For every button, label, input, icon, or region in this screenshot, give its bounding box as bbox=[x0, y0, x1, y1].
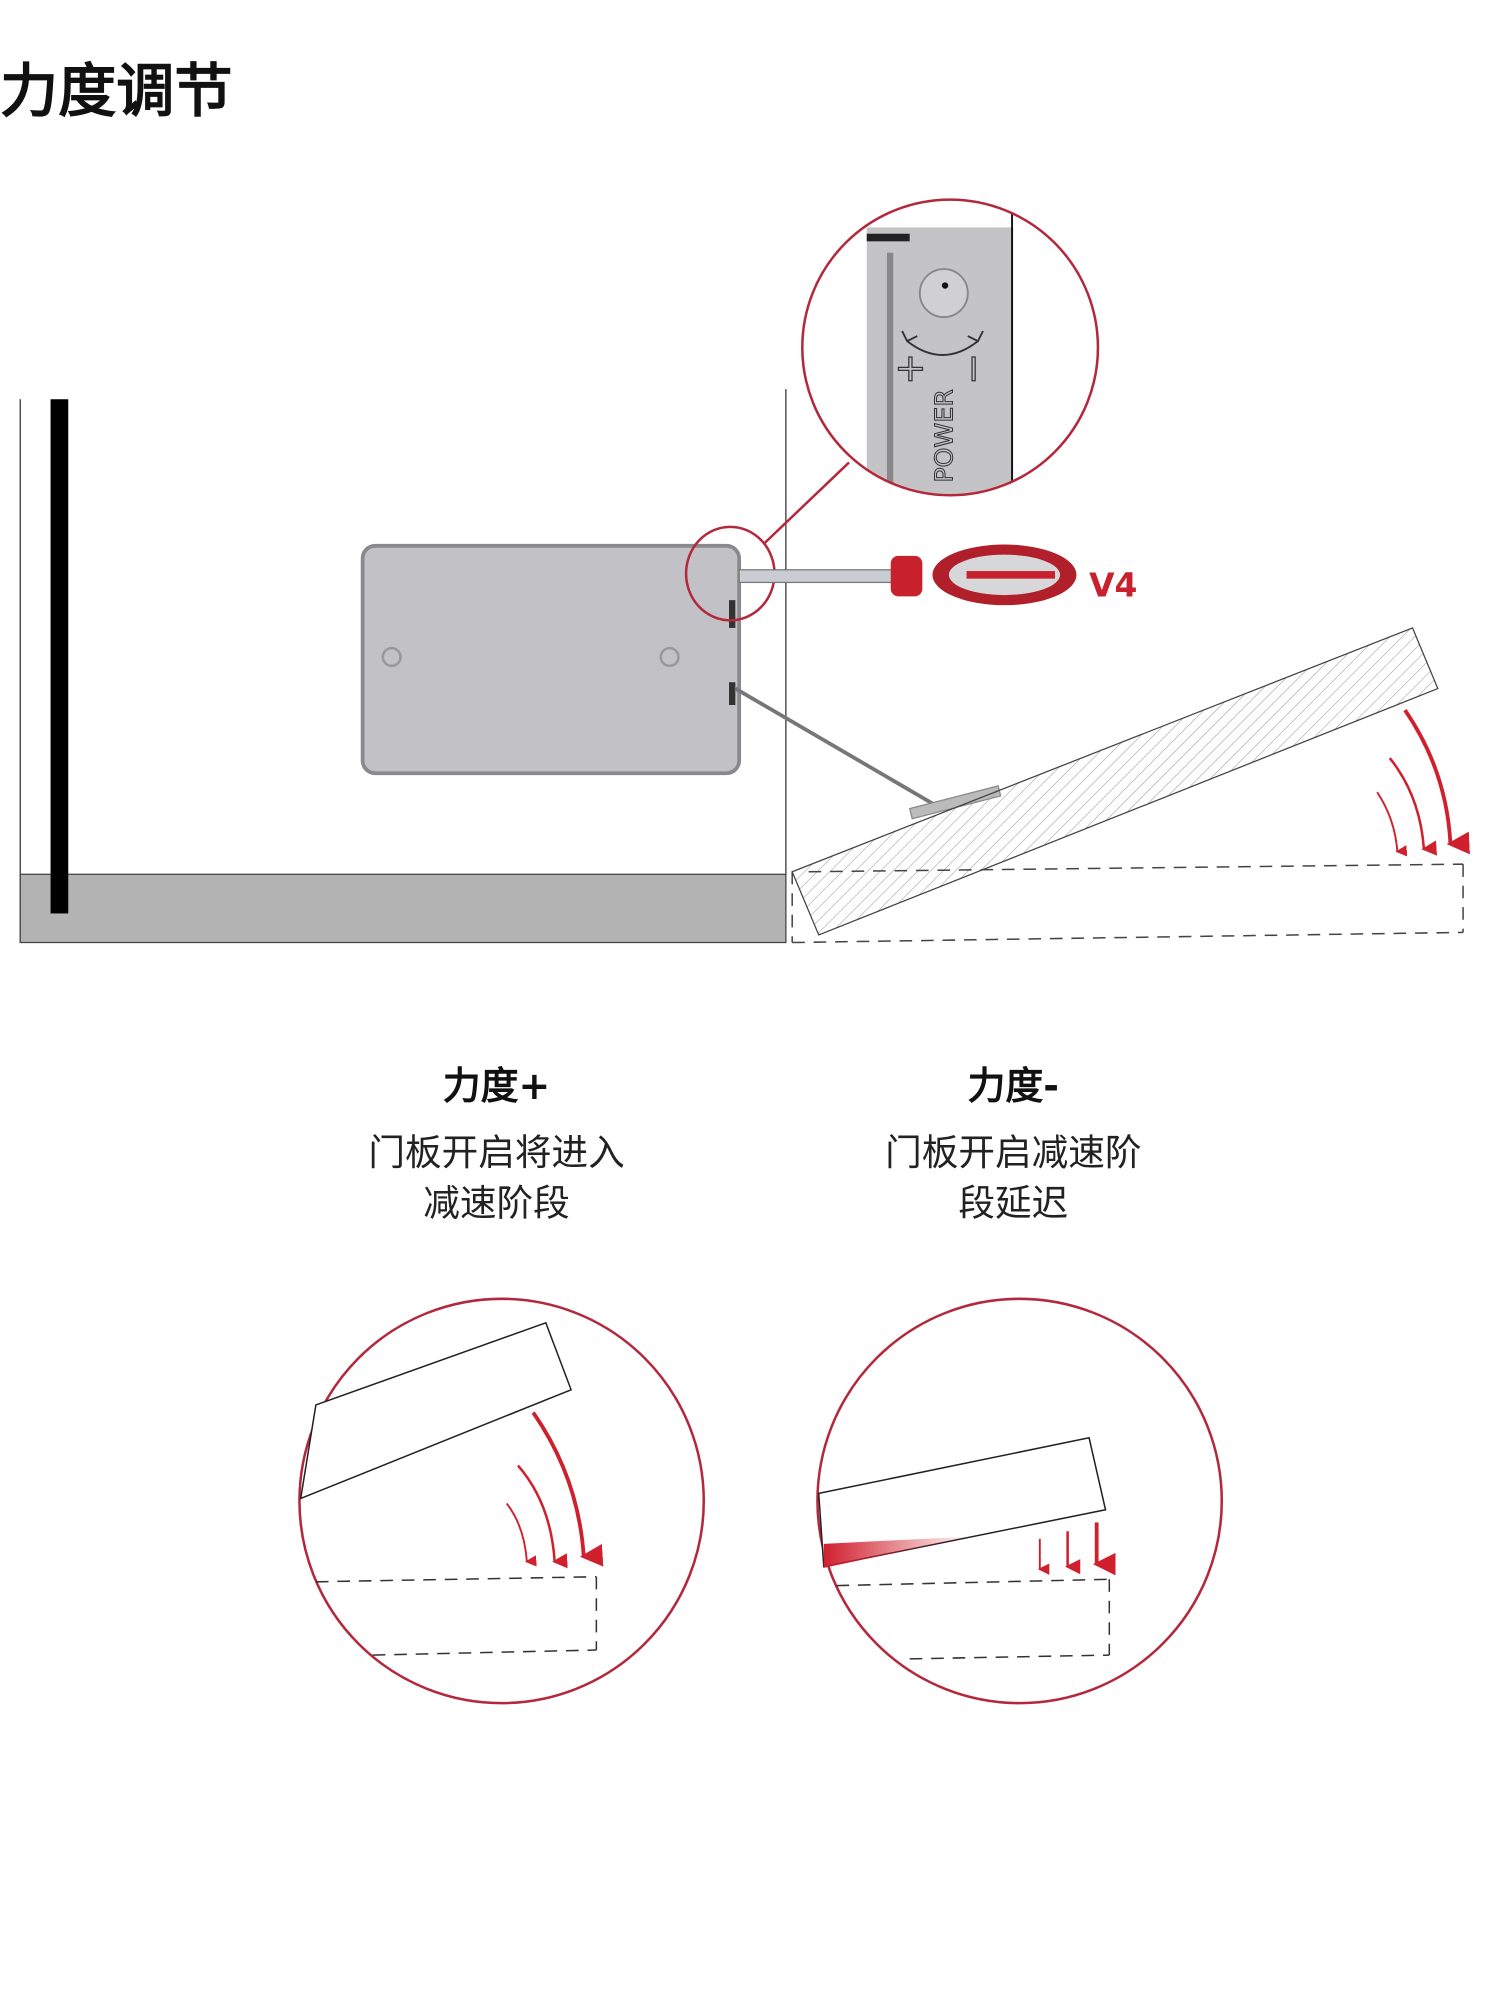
closed-position-outline bbox=[791, 863, 1464, 944]
svg-text:力度+: 力度+ bbox=[443, 1064, 551, 1108]
page-title: 力度调节 bbox=[0, 57, 232, 125]
svg-text:力度-: 力度- bbox=[968, 1064, 1060, 1108]
callout-line bbox=[763, 461, 850, 545]
power-label: POWER bbox=[930, 389, 959, 483]
force-plus-illustration bbox=[298, 1297, 706, 1705]
cabinet-base bbox=[19, 873, 787, 944]
plus-symbol: + bbox=[887, 353, 931, 385]
caption-force-plus: 力度+ 门板开启将进入 减速阶段 bbox=[368, 1064, 624, 1224]
caption-force-minus: 力度- 门板开启减速阶 段延迟 bbox=[885, 1064, 1141, 1224]
svg-text:门板开启减速阶: 门板开启减速阶 bbox=[885, 1131, 1141, 1174]
closing-arrows bbox=[1376, 708, 1470, 857]
hinge-arm bbox=[734, 686, 1002, 820]
push-open-device bbox=[360, 543, 742, 776]
power-dial-detail: + − POWER bbox=[801, 198, 1100, 497]
svg-text:门板开启将进入: 门板开启将进入 bbox=[368, 1131, 624, 1174]
svg-text:减速阶段: 减速阶段 bbox=[423, 1181, 569, 1224]
door-panel bbox=[791, 627, 1470, 944]
power-dial-icon bbox=[918, 268, 969, 319]
minus-symbol: − bbox=[950, 353, 994, 385]
cabinet-side-panel bbox=[50, 399, 69, 914]
screwdriver-icon: V4 bbox=[738, 544, 1137, 606]
force-minus-illustration bbox=[816, 1297, 1224, 1705]
svg-text:段延迟: 段延迟 bbox=[958, 1181, 1068, 1224]
screwdriver-mark: V4 bbox=[1089, 566, 1137, 604]
rotate-arrow-icon bbox=[906, 340, 979, 356]
cabinet bbox=[19, 389, 787, 944]
